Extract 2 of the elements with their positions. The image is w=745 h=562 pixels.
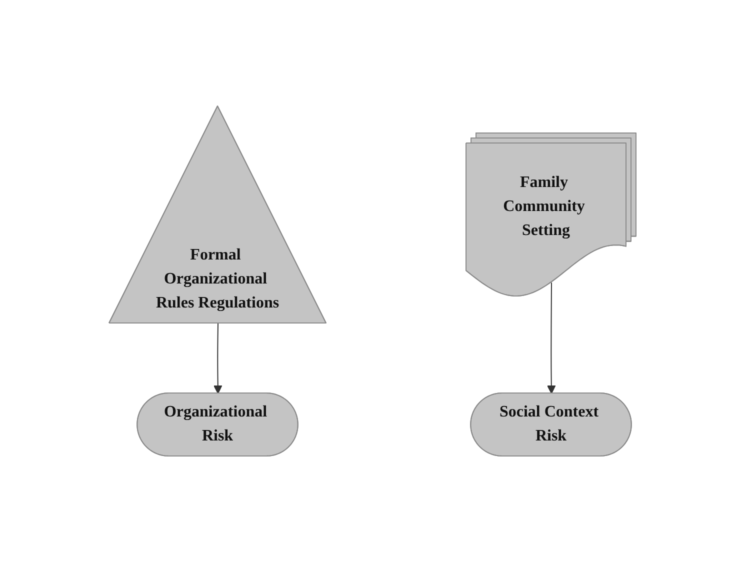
arrow xyxy=(214,323,222,394)
arrow xyxy=(547,282,556,394)
